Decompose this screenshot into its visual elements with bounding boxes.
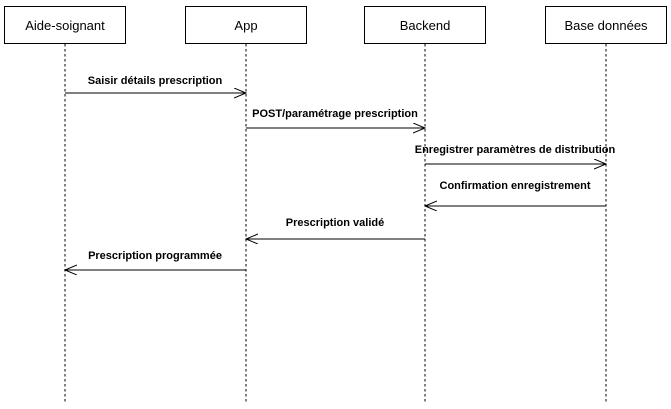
actor-box-aide-soignant: Aide-soignant [4, 6, 126, 44]
actor-label: Backend [399, 17, 451, 33]
actor-label: Aide-soignant [25, 17, 105, 33]
actor-box-base-donnees: Base données [545, 6, 667, 44]
actor-box-backend: Backend [364, 6, 486, 44]
message-label: Saisir détails prescription [87, 75, 223, 87]
actor-box-app: App [185, 6, 307, 44]
message-label: Enregistrer paramètres de distribution [414, 144, 616, 156]
message-label: Confirmation enregistrement [439, 180, 591, 192]
message-label: Prescription validé [285, 217, 385, 229]
actor-label: Base données [564, 17, 648, 33]
message-label: POST/paramétrage prescription [252, 108, 418, 120]
message-label: Prescription programmée [88, 250, 222, 262]
actor-label: App [234, 17, 258, 33]
